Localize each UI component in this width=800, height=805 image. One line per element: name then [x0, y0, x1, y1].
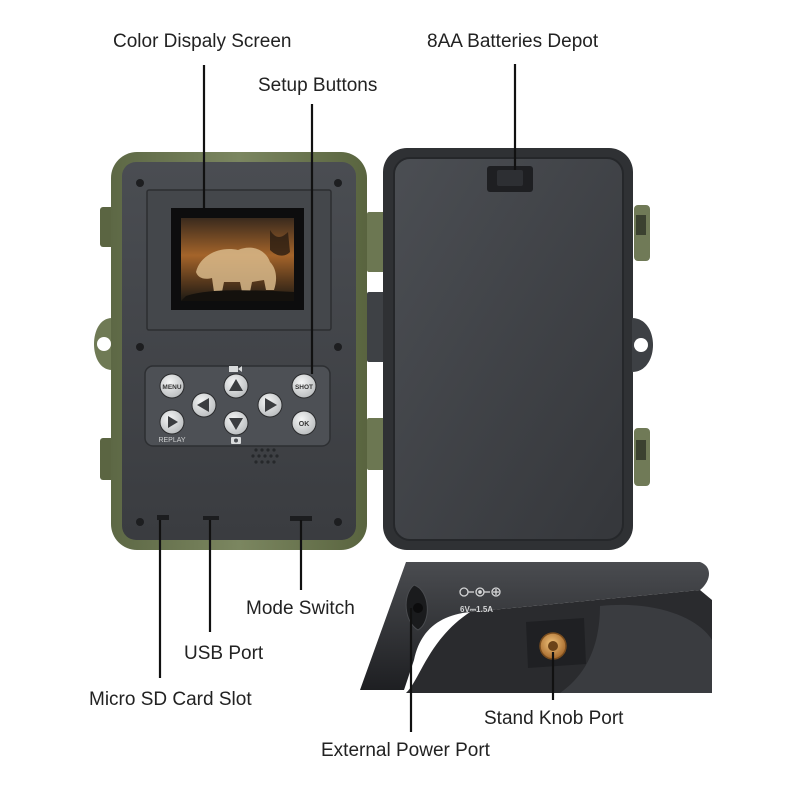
menu-button-label: MENU [162, 384, 181, 391]
play-icon [168, 416, 178, 428]
color-display-screen [171, 208, 304, 310]
up-button[interactable] [223, 373, 249, 399]
arrow-down-icon [229, 418, 243, 430]
label-micro-sd-card-slot: Micro SD Card Slot [89, 689, 252, 710]
animal-silhouette [196, 247, 277, 292]
menu-button[interactable]: MENU [159, 373, 185, 399]
label-external-power-port: External Power Port [321, 740, 490, 761]
power-jack-icon [459, 587, 501, 597]
screw [136, 343, 144, 351]
shot-button[interactable]: SHOT [291, 373, 317, 399]
label-batteries-depot: 8AA Batteries Depot [427, 31, 599, 52]
base-closeup: 6V⎓1.5A [358, 560, 712, 693]
right-button[interactable] [257, 392, 283, 418]
micro-sd-card-slot[interactable] [157, 515, 169, 520]
label-usb-port: USB Port [184, 643, 264, 664]
screw [334, 343, 342, 351]
arrow-right-icon [265, 398, 277, 412]
screw [334, 518, 342, 526]
label-stand-knob-port: Stand Knob Port [484, 708, 624, 729]
replay-label: REPLAY [158, 437, 185, 444]
camera-icon [231, 437, 241, 444]
setup-button-pad: MENU SHOT [144, 365, 331, 447]
power-spec-label: 6V⎓1.5A [460, 605, 493, 614]
left-button[interactable] [191, 392, 217, 418]
arrow-up-icon [229, 379, 243, 391]
usb-port[interactable] [203, 516, 219, 520]
label-mode-switch: Mode Switch [246, 598, 355, 619]
screw [136, 179, 144, 187]
camera-body: MENU SHOT [94, 152, 367, 550]
leader-lines [158, 64, 555, 732]
shot-button-label: SHOT [295, 384, 313, 391]
battery-door [383, 148, 653, 550]
arrow-left-icon [197, 398, 209, 412]
ok-button-label: OK [299, 421, 310, 428]
down-button[interactable] [223, 410, 249, 436]
batteries-depot-cover [393, 157, 624, 541]
screw [136, 518, 144, 526]
mode-switch[interactable] [290, 516, 312, 521]
label-color-display-screen: Color Dispaly Screen [113, 31, 292, 52]
speaker-grill [251, 448, 279, 464]
video-icon [229, 366, 242, 372]
screw [334, 179, 342, 187]
ok-button[interactable]: OK [291, 410, 317, 436]
label-setup-buttons: Setup Buttons [258, 75, 378, 96]
replay-button[interactable] [159, 409, 185, 435]
stand-knob-port[interactable] [526, 618, 586, 668]
